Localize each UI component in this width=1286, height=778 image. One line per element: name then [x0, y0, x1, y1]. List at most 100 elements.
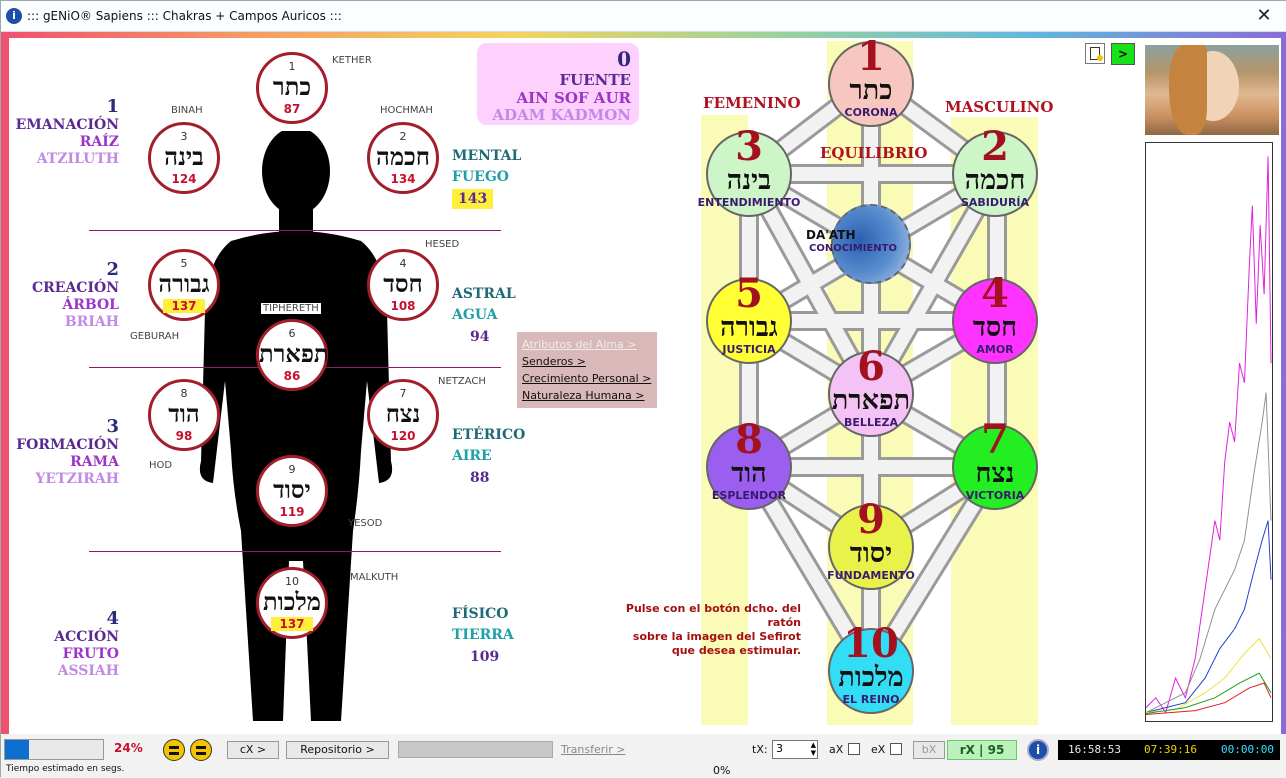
sephira-value: 87	[283, 102, 301, 116]
daath-label: DA'ATH	[806, 228, 856, 242]
sephira-hebrew: חכמה	[376, 142, 430, 171]
tree-node-name: ENTENDIMIENTO	[697, 196, 801, 209]
label-malkuth: MALKUTH	[350, 572, 399, 583]
label-hochmah: HOCHMAH	[380, 105, 433, 116]
world-hebrew: BRIAH	[64, 314, 119, 330]
label-equilibrio: EQUILIBRIO	[820, 144, 928, 162]
element-value: 94	[470, 329, 490, 345]
tree-node-name: FUNDAMENTO	[827, 569, 915, 582]
world-num: 3	[106, 416, 119, 437]
element-name: FUEGO	[452, 169, 509, 185]
daath-sub: CONOCIMIENTO	[809, 243, 897, 254]
separator-1	[89, 230, 501, 231]
sephira-num: 10	[285, 575, 299, 588]
world-hebrew: ASSIAH	[57, 663, 119, 679]
sephira-value: 120	[390, 429, 416, 443]
world-num: 2	[106, 259, 119, 280]
sephira-hebrew: בינה	[164, 142, 204, 171]
world-num: 4	[106, 608, 119, 629]
daath-circle[interactable]	[831, 204, 911, 284]
element-value: 109	[470, 649, 500, 665]
ex-label: eX	[871, 743, 886, 756]
tree-node-hebrew: הוד	[731, 458, 767, 489]
pause-button-2[interactable]	[190, 739, 212, 761]
tree-node-num: 7	[981, 416, 1009, 463]
document-icon[interactable]	[1085, 43, 1105, 64]
sephira-num: 3	[180, 130, 188, 143]
app-icon: i	[6, 8, 22, 24]
ex-checkbox[interactable]	[890, 743, 902, 755]
ax-checkbox[interactable]	[848, 743, 860, 755]
menu-item-atributos[interactable]: Atributos del Alma >	[522, 338, 637, 351]
repositorio-button[interactable]: Repositorio >	[286, 741, 389, 759]
tree-node-hebrew: תפארת	[831, 385, 911, 416]
estimate-label: Tiempo estimado en segs.	[6, 764, 125, 774]
separator-3	[89, 551, 501, 552]
element-plane: FÍSICO	[452, 606, 509, 622]
tree-node-hebrew: כתר	[849, 75, 893, 106]
close-button[interactable]: ✕	[1256, 5, 1272, 26]
sephira-value: 134	[390, 172, 416, 186]
ax-label: aX	[829, 743, 844, 756]
bx-button[interactable]: bX	[913, 741, 945, 759]
tree-node-name: CORONA	[844, 106, 898, 119]
source-line-3: ADAM KADMON	[492, 106, 631, 124]
tree-node-name: ESPLENDOR	[711, 489, 787, 502]
tree-node-hebrew: יסוד	[849, 538, 893, 569]
stepper-arrows-icon[interactable]: ▲▼	[810, 741, 816, 757]
element-plane: ASTRAL	[452, 286, 516, 302]
label-kether: KETHER	[332, 55, 372, 66]
tree-node-num: 8	[735, 416, 763, 463]
sephira-value: 137	[163, 299, 205, 313]
menu-item-senderos[interactable]: Senderos >	[522, 355, 586, 368]
transfer-link[interactable]: Transferir >	[561, 743, 626, 756]
info-icon[interactable]: i	[1027, 739, 1049, 761]
play-button[interactable]: >	[1111, 43, 1135, 65]
menu-item-naturaleza[interactable]: Naturaleza Humana >	[522, 389, 645, 402]
pause-button-1[interactable]	[163, 739, 185, 761]
tree-node-hebrew: בינה	[726, 165, 772, 196]
tree-node-hebrew: נצח	[975, 458, 1015, 489]
label-tiphereth: TIPHERETH	[261, 303, 321, 314]
cx-button[interactable]: cX >	[227, 741, 279, 759]
world-sub: ÁRBOL	[62, 297, 119, 313]
menu-item-crecimiento[interactable]: Crecimiento Personal >	[522, 372, 652, 385]
label-hod: HOD	[149, 460, 173, 471]
window-title: ::: gENiO® Sapiens ::: Chakras + Campos …	[27, 9, 342, 23]
world-sub: RAMA	[70, 454, 119, 470]
label-femenino: FEMENINO	[703, 94, 801, 112]
tree-node-hebrew: חכמה	[964, 165, 1026, 196]
element-value: 143	[452, 189, 494, 209]
tx-label: tX:	[752, 743, 768, 756]
tx-stepper[interactable]: 3 ▲▼	[772, 740, 818, 759]
sephira-num: 2	[399, 130, 407, 143]
world-hebrew: YETZIRAH	[35, 471, 119, 487]
